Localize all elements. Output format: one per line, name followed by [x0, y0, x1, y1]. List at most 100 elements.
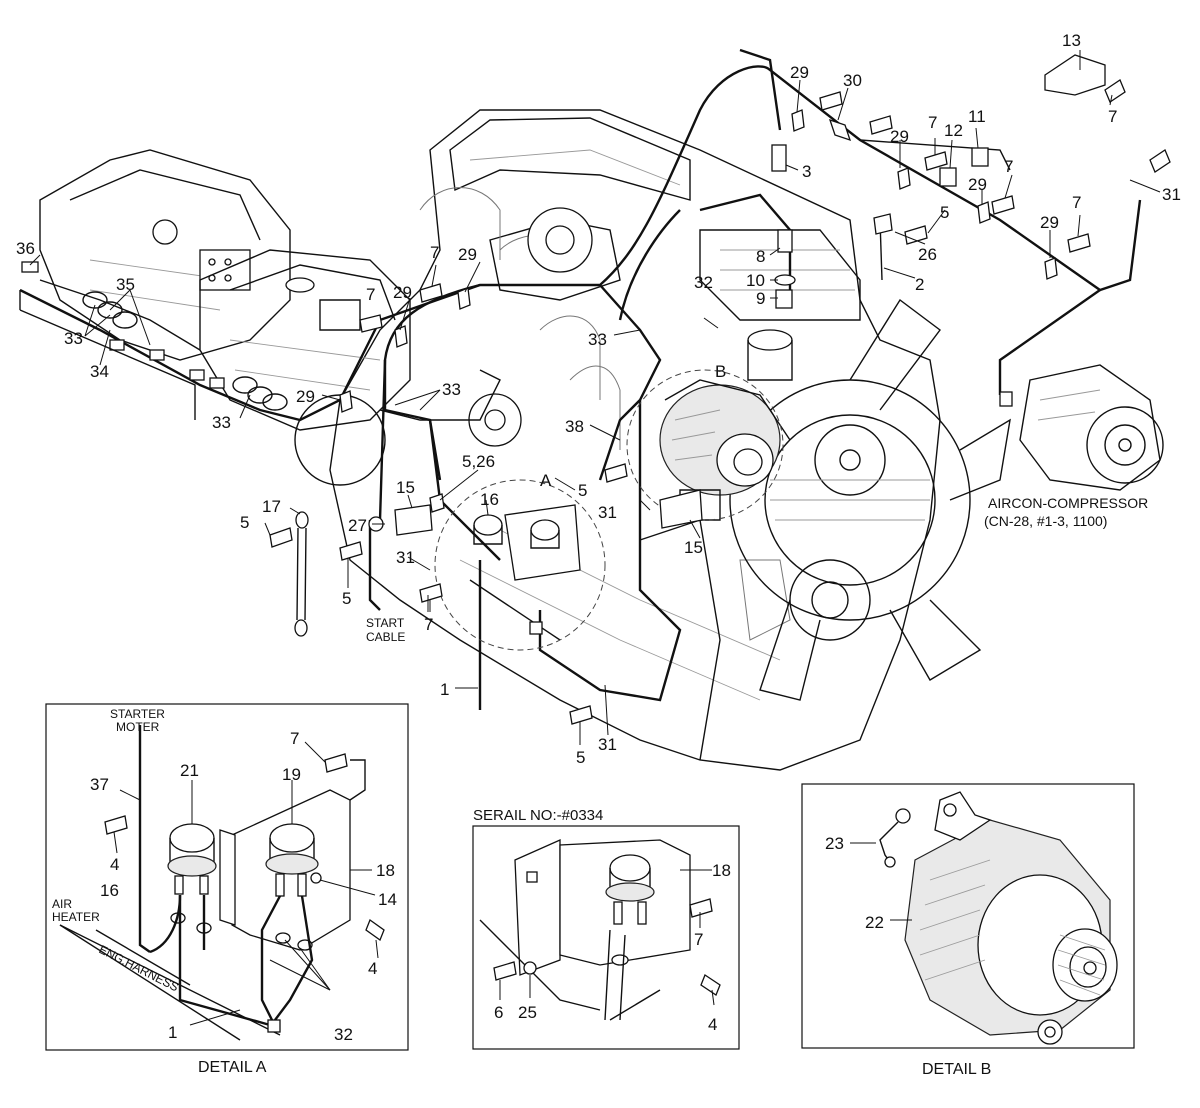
air-heater-label-line1: AIR — [52, 897, 72, 911]
callout-11: 11 — [968, 107, 986, 126]
callout-7: 7 — [430, 243, 439, 262]
callout-30: 30 — [843, 71, 862, 90]
hydraulic-pump-rear — [199, 249, 411, 486]
detail-a-callout-4: 4 — [110, 855, 119, 874]
callout-13: 13 — [1062, 31, 1081, 50]
callout-7: 7 — [1108, 107, 1117, 126]
callout-7: 7 — [366, 285, 375, 304]
callout-15: 15 — [396, 478, 415, 497]
callout-29: 29 — [1040, 213, 1059, 232]
callout-9: 9 — [756, 289, 765, 308]
detail-b-caption: DETAIL B — [922, 1061, 991, 1078]
callout-5: 5 — [240, 513, 249, 532]
callout-7: 7 — [1004, 157, 1013, 176]
detail-a-callout-32: 32 — [334, 1025, 353, 1044]
callout-numbers: 13 7 31 29 30 7 11 12 29 3 7 29 7 5 29 2… — [16, 31, 1181, 767]
main-labels: AIRCON-COMPRESSOR (CN-28, #1-3, 1100) ST… — [366, 495, 1148, 644]
callout-26: 26 — [918, 245, 937, 264]
detail-a-callout-18: 18 — [376, 861, 395, 880]
callout-33: 33 — [64, 329, 83, 348]
engine-block — [329, 109, 941, 771]
callout-38: 38 — [565, 417, 584, 436]
starter-relay-main — [473, 504, 581, 635]
engine-fan — [688, 298, 1011, 701]
callout-31: 31 — [396, 548, 415, 567]
starter-motor-label-line2: MOTER — [116, 720, 160, 734]
callout-34: 34 — [90, 362, 109, 381]
aircon-label-line1: AIRCON-COMPRESSOR — [988, 495, 1148, 511]
wiring-harness — [19, 48, 1142, 710]
callout-7: 7 — [424, 615, 433, 634]
aircon-compressor — [1019, 364, 1164, 491]
detail-a-callout-7: 7 — [290, 729, 299, 748]
detail-a-callout-4: 4 — [368, 959, 377, 978]
callout-A: A — [540, 471, 552, 490]
serial-detail-panel: SERAIL NO:-#0334 18 7 4 6 25 — [472, 807, 740, 1050]
detail-a-callout-1: 1 — [168, 1023, 177, 1042]
eng-harness-label: ENG.HARNESS — [97, 942, 181, 994]
serial-callout-4: 4 — [708, 1015, 717, 1034]
callout-17: 17 — [262, 497, 281, 516]
leader-lines — [29, 50, 1161, 745]
starter-motor-label-line1: STARTER — [110, 707, 165, 721]
callout-33: 33 — [442, 380, 461, 399]
hydraulic-pump-front — [39, 149, 291, 361]
callout-31: 31 — [1162, 185, 1181, 204]
callout-5: 5 — [576, 748, 585, 767]
callout-33: 33 — [212, 413, 231, 432]
detail-a-caption: DETAIL A — [198, 1059, 267, 1076]
serial-callout-7: 7 — [694, 930, 703, 949]
aircon-label-line2: (CN-28, #1-3, 1100) — [984, 513, 1107, 529]
detail-b-callout-23: 23 — [825, 834, 844, 853]
detail-a-callout-14: 14 — [378, 890, 397, 909]
callout-5: 5 — [342, 589, 351, 608]
callout-29: 29 — [393, 283, 412, 302]
callout-32: 32 — [694, 273, 713, 292]
callout-29: 29 — [790, 63, 809, 82]
fasteners — [21, 54, 1171, 725]
detail-b-callout-circle — [626, 369, 784, 521]
detail-a-callout-37: 37 — [90, 775, 109, 794]
pump-harness-loops — [19, 279, 288, 420]
callout-3: 3 — [802, 162, 811, 181]
callout-31: 31 — [598, 503, 617, 522]
callout-35: 35 — [116, 275, 135, 294]
alternator-main — [659, 379, 791, 521]
serial-callout-18: 18 — [712, 861, 731, 880]
serial-number-label: SERAIL NO:-#0334 — [473, 807, 603, 824]
detail-a-callout-circle — [434, 479, 606, 651]
start-cable-label-line1: START — [366, 616, 405, 630]
callout-29: 29 — [296, 387, 315, 406]
callout-7: 7 — [1072, 193, 1081, 212]
callout-5: 5 — [578, 481, 587, 500]
callout-36: 36 — [16, 239, 35, 258]
callout-29: 29 — [458, 245, 477, 264]
detail-b-panel: 23 22 — [801, 783, 1135, 1049]
callout-15: 15 — [684, 538, 703, 557]
air-heater-label-line2: HEATER — [52, 910, 100, 924]
callout-8: 8 — [756, 247, 765, 266]
callout-29: 29 — [968, 175, 987, 194]
serial-callout-25: 25 — [518, 1003, 537, 1022]
callout-12: 12 — [944, 121, 963, 140]
callout-29: 29 — [890, 127, 909, 146]
callout-5-26: 5,26 — [462, 452, 495, 471]
detail-a-callout-16: 16 — [100, 881, 119, 900]
detail-a-panel: 37 21 19 7 4 18 14 16 4 32 1 STARTER MOT… — [45, 703, 409, 1051]
battery-cable — [294, 511, 309, 637]
callout-7: 7 — [928, 113, 937, 132]
callout-33: 33 — [588, 330, 607, 349]
detail-a-callout-19: 19 — [282, 765, 301, 784]
callout-10: 10 — [746, 271, 765, 290]
detail-a-callout-21: 21 — [180, 761, 199, 780]
callout-1: 1 — [440, 680, 449, 699]
callout-2: 2 — [915, 275, 924, 294]
callout-5: 5 — [940, 203, 949, 222]
callout-B: B — [715, 362, 726, 381]
start-cable-label-line2: CABLE — [366, 630, 405, 644]
detail-b-callout-22: 22 — [865, 913, 884, 932]
callout-27: 27 — [348, 516, 367, 535]
serial-callout-6: 6 — [494, 1003, 503, 1022]
callout-16: 16 — [480, 490, 499, 509]
